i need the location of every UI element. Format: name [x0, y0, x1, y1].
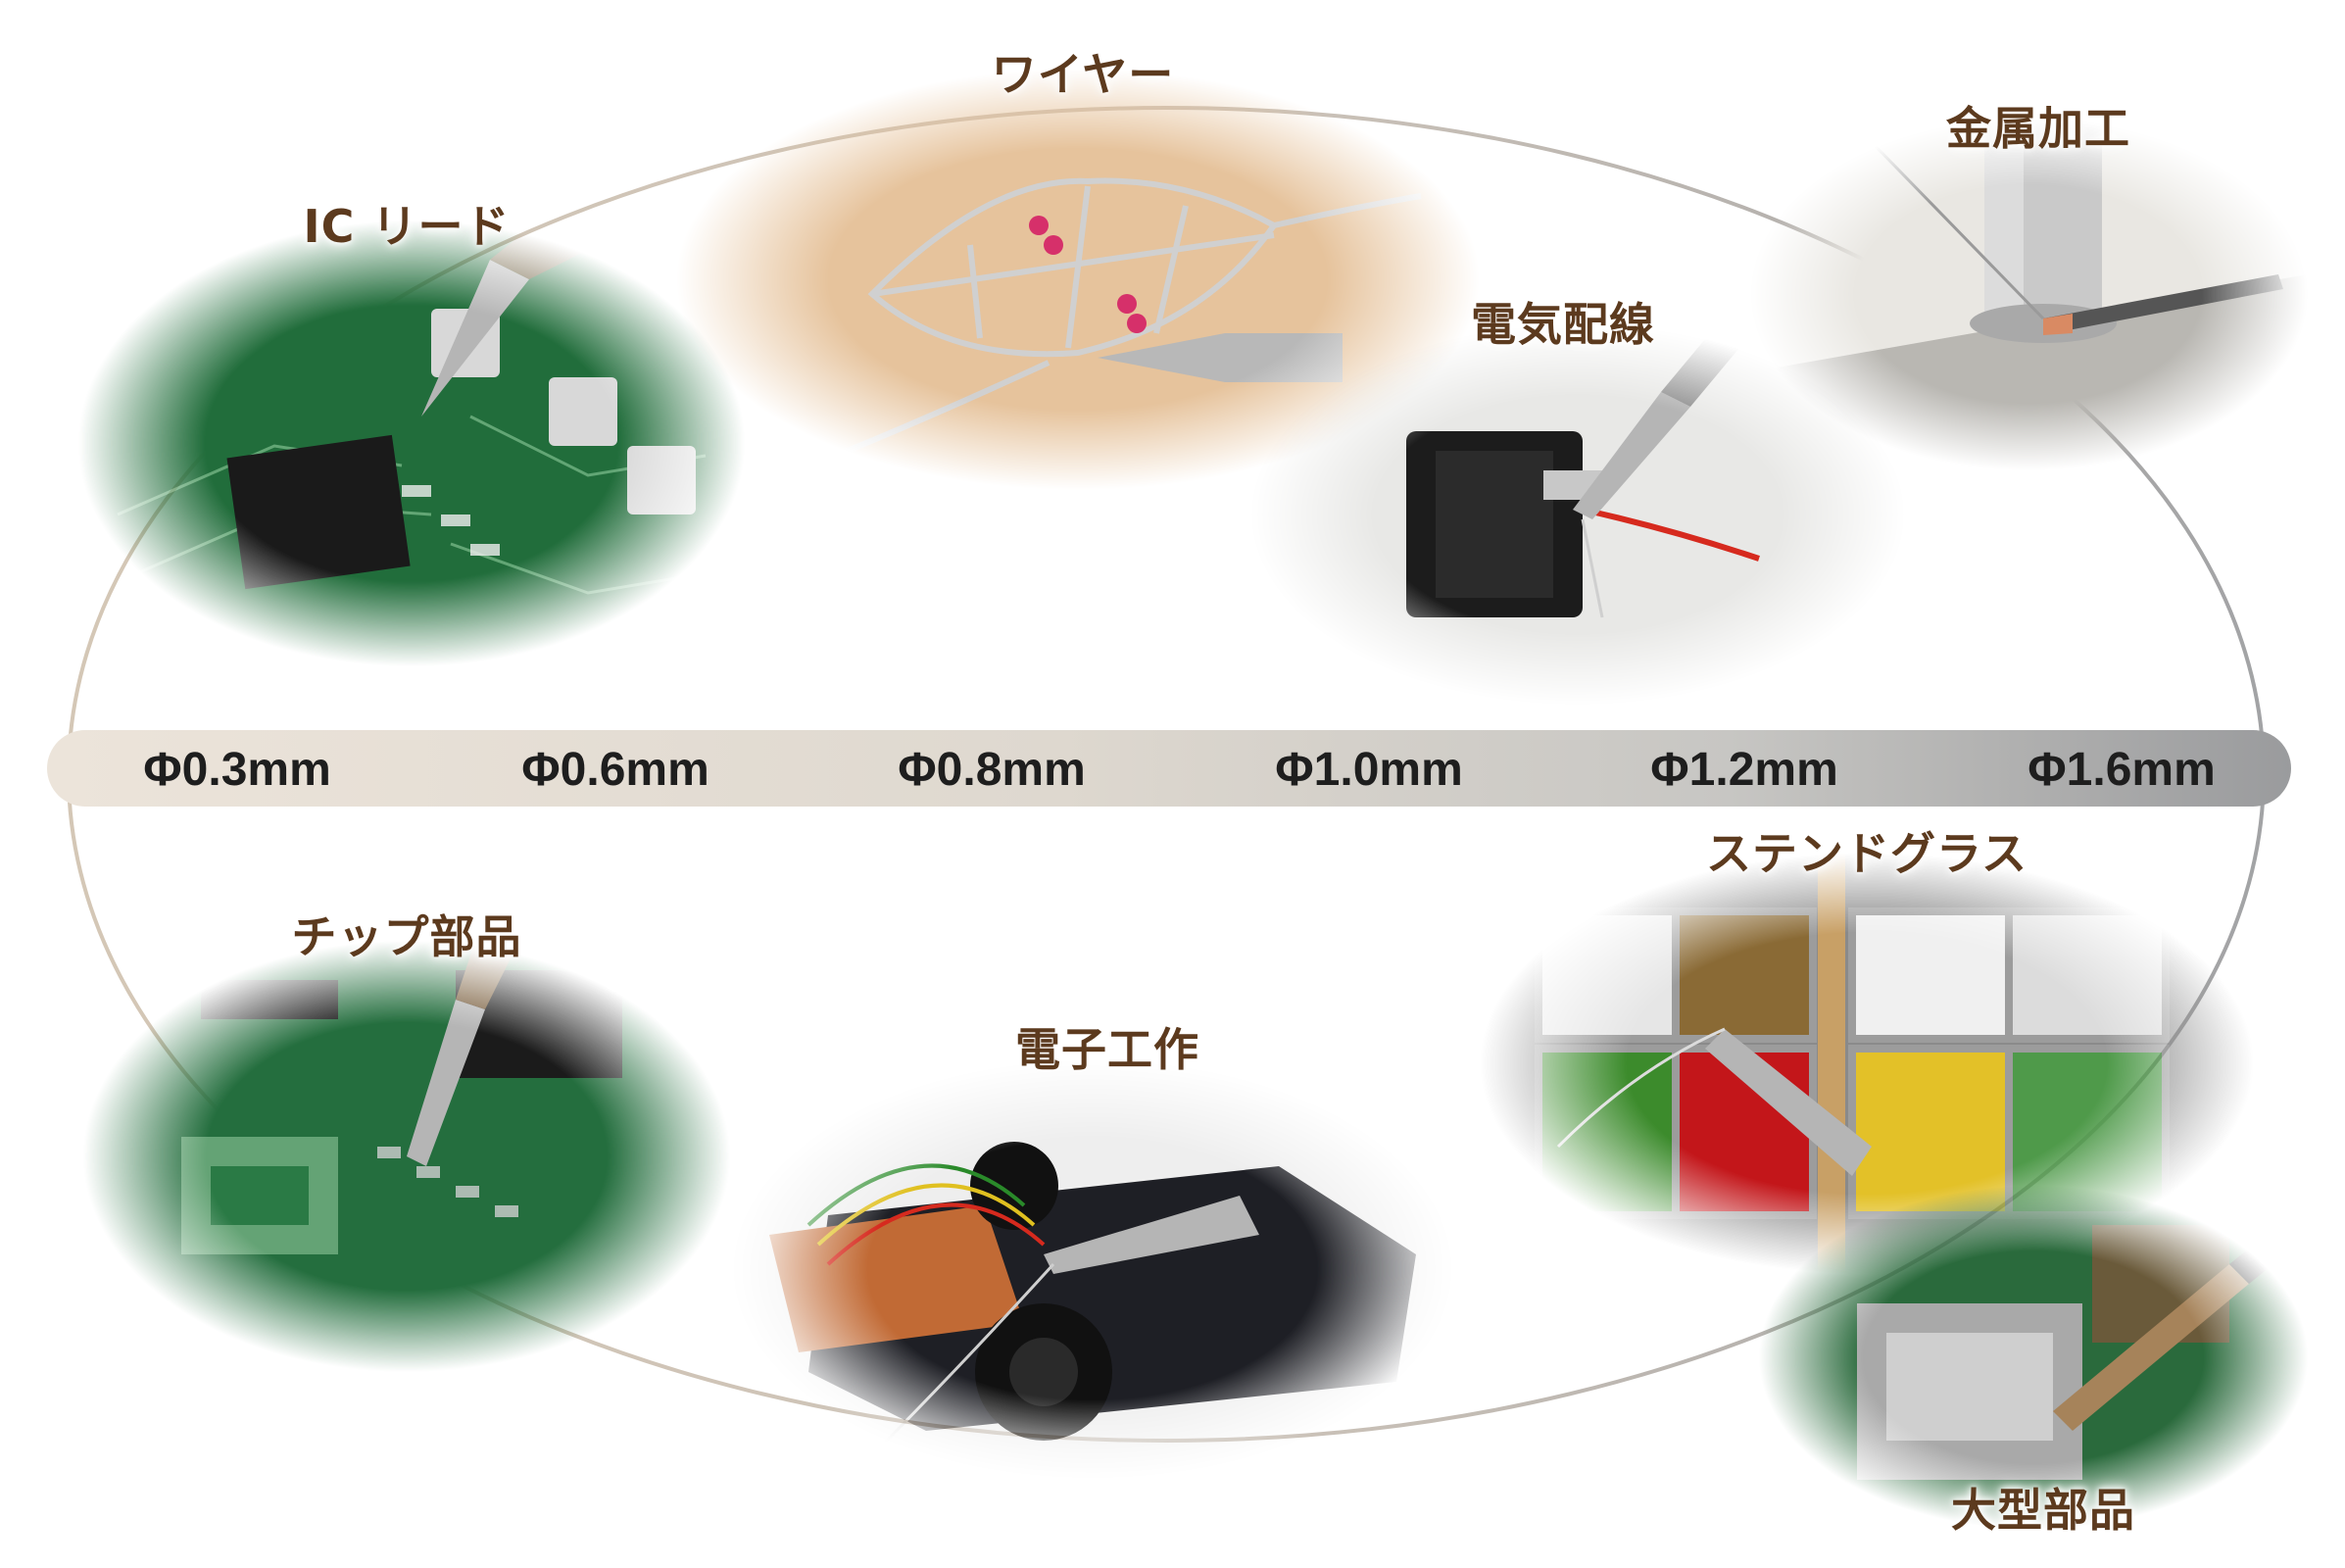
size-label: Φ1.0mm	[1275, 744, 1463, 796]
electronics-photo	[730, 1058, 1455, 1480]
ic-lead-photo	[78, 220, 745, 666]
electronics-label: 電子工作	[1015, 1023, 1199, 1076]
chip-parts-label: チップ部品	[291, 910, 522, 963]
size-label: Φ0.8mm	[898, 744, 1086, 796]
wire-label: ワイヤー	[991, 48, 1175, 101]
size-label: Φ1.6mm	[2027, 744, 2216, 796]
size-label: Φ0.3mm	[143, 744, 331, 796]
size-label: Φ0.6mm	[521, 744, 709, 796]
stained-glass-label: ステンドグラス	[1705, 827, 2028, 880]
wiring-photo	[1249, 323, 1906, 706]
size-label: Φ1.2mm	[1650, 744, 1838, 796]
wiring-label: 電気配線	[1471, 298, 1655, 351]
large-parts-label: 大型部品	[1951, 1484, 2135, 1537]
metalwork-photo	[1749, 118, 2308, 470]
metalwork-label: 金属加工	[1946, 102, 2130, 155]
large-parts-photo	[1759, 1186, 2308, 1529]
chip-parts-photo	[83, 941, 730, 1372]
diameter-scale-bar	[47, 730, 2291, 807]
ic-lead-label: IC リード	[303, 200, 511, 253]
